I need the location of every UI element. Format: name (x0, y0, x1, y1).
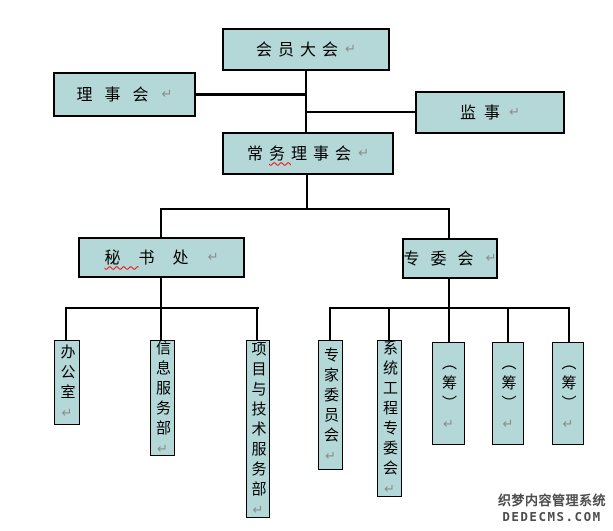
node-label-misspelled: 务 (269, 143, 292, 163)
node-label: 专家委员会 (322, 346, 340, 447)
node-office: 办公室 ↵ (54, 340, 80, 425)
return-mark-icon: ↵ (207, 250, 219, 265)
node-label: 系统工程专委会 (381, 340, 399, 480)
watermark: 织梦内容管理系统 DEDECMS.COM (497, 493, 606, 524)
node-system-engineering-committee: 系统工程专委会 ↵ (377, 340, 402, 497)
node-board-of-directors: 理事会↵ (53, 72, 196, 117)
node-label: 监事 (460, 102, 509, 122)
connector-line (256, 307, 258, 340)
node-label: 常 (247, 143, 270, 163)
node-standing-council: 常务理事会↵ (222, 132, 394, 175)
connector-line (448, 307, 450, 342)
node-member-assembly: 会员大会↵ (222, 28, 390, 71)
node-expert-committee: 专家委员会↵ (318, 340, 343, 470)
return-mark-icon: ↵ (59, 406, 75, 421)
node-supervisor: 监事↵ (415, 91, 565, 134)
node-label: ︵筹︶ (499, 355, 518, 415)
return-mark-icon: ↵ (382, 482, 397, 497)
node-in-preparation-1: ︵筹︶ ↵ (432, 342, 465, 445)
connector-line (306, 175, 308, 210)
connector-line (329, 307, 331, 340)
node-label: 理事会 (291, 143, 358, 163)
connector-line (507, 307, 509, 342)
node-label: 信息服务部 (154, 339, 172, 440)
return-mark-icon: ↵ (323, 448, 338, 464)
return-mark-icon: ↵ (441, 417, 456, 432)
return-mark-icon: ↵ (155, 441, 170, 457)
return-mark-icon: ↵ (345, 42, 356, 57)
connector-line (388, 307, 390, 340)
node-in-preparation-2: ︵筹︶ ↵ (492, 342, 524, 445)
return-mark-icon: ↵ (358, 146, 369, 161)
node-label: 专委会 (403, 248, 485, 268)
node-info-service-dept: 信息服务部↵ (150, 339, 175, 457)
node-label: 会员大会 (256, 39, 345, 59)
node-project-tech-service-dept: 项目与技术服务部↵ (246, 340, 270, 518)
connector-line (160, 307, 162, 340)
connector-line (65, 307, 259, 309)
connector-line (160, 278, 162, 309)
connector-line (160, 208, 450, 210)
connector-line (65, 307, 67, 340)
watermark-line2: DEDECMS.COM (502, 508, 602, 524)
node-special-committee: 专委会↵ (402, 238, 498, 279)
node-label: 书处 (138, 247, 207, 267)
connector-line (305, 71, 307, 133)
return-mark-icon: ↵ (560, 417, 576, 432)
return-mark-icon: ↵ (161, 87, 173, 102)
connector-line (568, 307, 570, 342)
node-label: ︵筹︶ (559, 355, 578, 415)
node-label: ︵筹︶ (440, 355, 458, 415)
connector-line (196, 93, 306, 96)
connector-line (306, 111, 415, 113)
node-label: 理事会 (76, 84, 161, 104)
node-label: 办公室 (58, 344, 77, 404)
connector-line (160, 208, 162, 238)
return-mark-icon: ↵ (250, 502, 266, 518)
connector-line (448, 279, 450, 309)
node-secretariat: 秘书处↵ (78, 237, 245, 278)
return-mark-icon: ↵ (485, 251, 497, 266)
return-mark-icon: ↵ (500, 417, 516, 432)
node-in-preparation-3: ︵筹︶ ↵ (552, 342, 584, 445)
connector-line (448, 208, 450, 239)
node-label-misspelled: 秘 (104, 247, 139, 267)
watermark-line1: 织梦内容管理系统 (497, 493, 606, 509)
node-label: 项目与技术服务部 (249, 340, 268, 501)
return-mark-icon: ↵ (509, 105, 520, 120)
